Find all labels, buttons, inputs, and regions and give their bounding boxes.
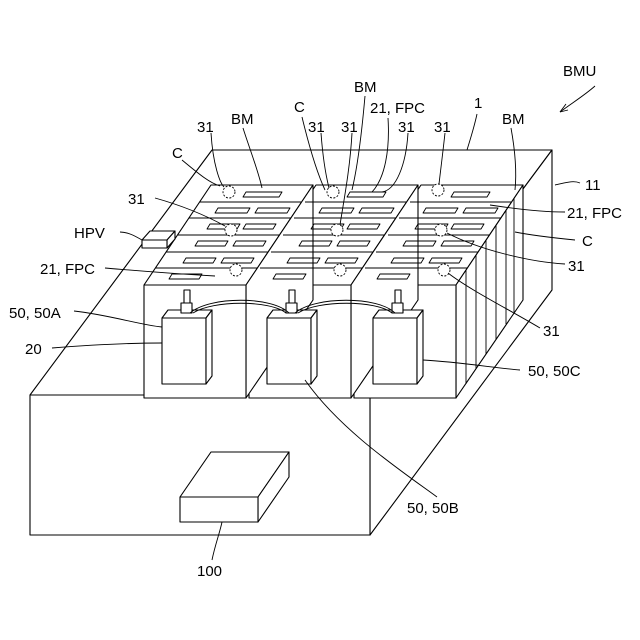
label-bm-left: BM <box>231 111 254 128</box>
label-hpv: HPV <box>74 225 105 242</box>
label-bm-right: BM <box>502 111 525 128</box>
label-1: 1 <box>474 95 482 112</box>
label-11: 11 <box>585 177 601 194</box>
label-bmu: BMU <box>563 63 596 80</box>
label-31-right-a: 31 <box>568 258 585 275</box>
label-31-e: 31 <box>434 119 451 136</box>
connector-icon <box>225 224 237 236</box>
label-fpc-right: 21, FPC <box>567 205 622 222</box>
label-50c: 50, 50C <box>528 363 581 380</box>
label-31-c: 31 <box>341 119 358 136</box>
label-bm-center: BM <box>354 79 377 96</box>
connector-icon <box>230 264 242 276</box>
label-31-a: 31 <box>197 119 214 136</box>
label-31-right-b: 31 <box>543 323 560 340</box>
label-31-left: 31 <box>128 191 145 208</box>
label-50a: 50, 50A <box>9 305 61 322</box>
label-fpc-left: 21, FPC <box>40 261 95 278</box>
label-20: 20 <box>25 341 42 358</box>
connector-icon <box>223 186 235 198</box>
connector-icon <box>331 224 343 236</box>
label-100: 100 <box>197 563 222 580</box>
label-c-right: C <box>582 233 593 250</box>
connector-icon <box>435 224 447 236</box>
label-c-top: C <box>294 99 305 116</box>
label-50b: 50, 50B <box>407 500 459 517</box>
label-31-d: 31 <box>398 119 415 136</box>
connector-icon <box>334 264 346 276</box>
connector-icon <box>432 184 444 196</box>
label-c-left: C <box>172 145 183 162</box>
label-31-b: 31 <box>308 119 325 136</box>
connector-icon <box>438 264 450 276</box>
label-fpc-top: 21, FPC <box>370 100 425 117</box>
